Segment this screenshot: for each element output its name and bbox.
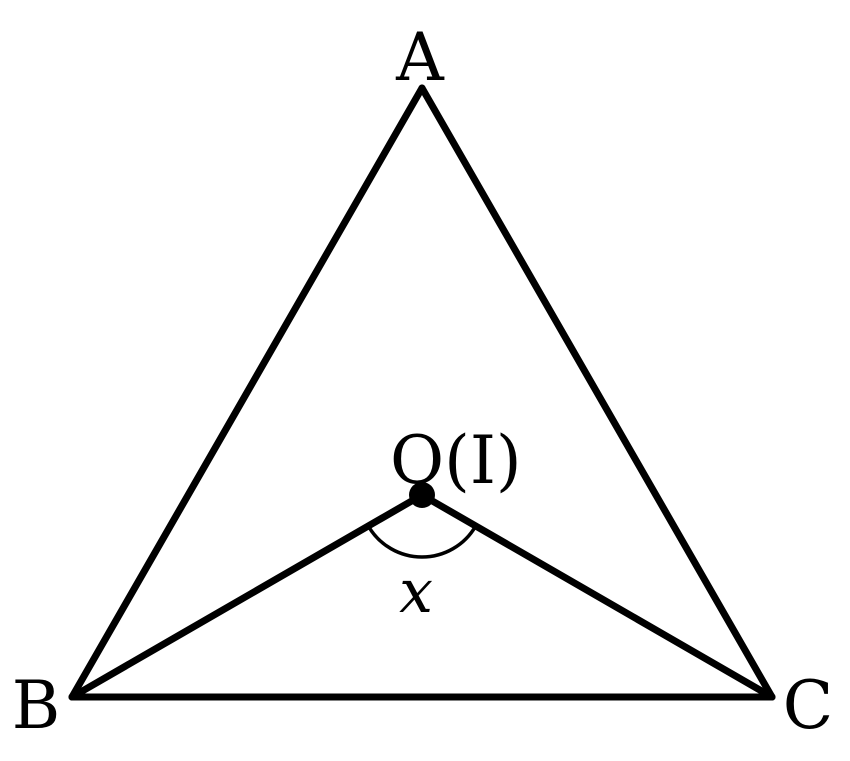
label-c: C — [783, 667, 834, 744]
label-a: A — [395, 19, 445, 96]
segment-ab — [68, 84, 426, 701]
segment-ac — [418, 84, 776, 701]
point-o — [409, 482, 435, 508]
segment-oc — [418, 491, 776, 701]
angle-boc-arc — [366, 525, 478, 559]
label-o: O(I) — [390, 422, 522, 499]
angle-label-x: x — [399, 557, 433, 627]
segment-ob — [68, 491, 426, 701]
label-b: B — [12, 667, 61, 744]
